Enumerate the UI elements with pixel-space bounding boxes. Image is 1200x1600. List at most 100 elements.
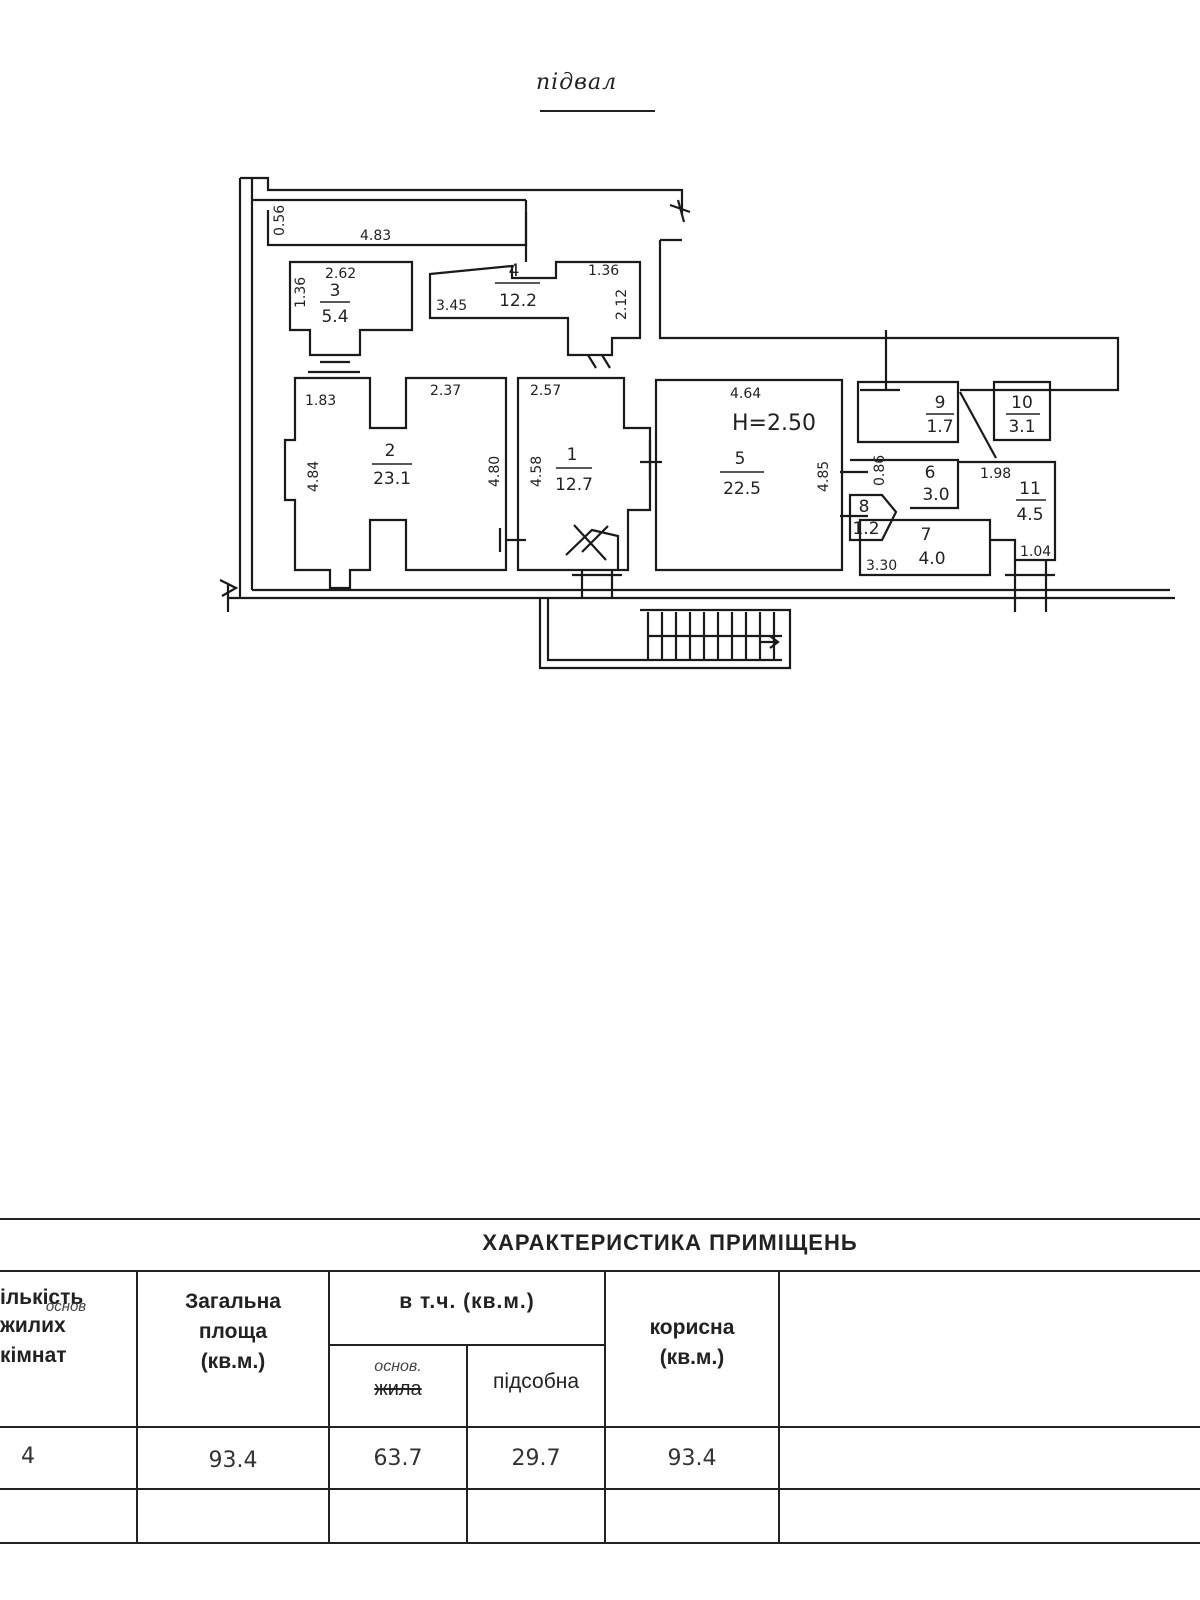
stair-arrow <box>760 635 780 649</box>
dim-r6-small: 0.86 <box>872 455 888 486</box>
col-total-line3: (кв.м.) <box>200 1350 266 1373</box>
room-11-num: 11 <box>1019 479 1041 499</box>
door-mark-5 <box>587 354 611 369</box>
door-mark-1 <box>308 360 360 374</box>
dim-r5-top: 4.64 <box>730 386 761 402</box>
col-rooms-overlay: основ <box>45 1298 87 1315</box>
window-well-1 <box>572 570 622 598</box>
room-4-num: 4 <box>509 261 520 281</box>
dim-r5-right: 4.85 <box>816 461 832 492</box>
dim-r7-bottom: 3.30 <box>866 558 897 574</box>
room-7-outline <box>858 518 992 577</box>
dim-r3-top: 2.62 <box>325 266 356 282</box>
col-aux: підсобна <box>492 1370 579 1393</box>
room-1-area: 12.7 <box>555 475 593 495</box>
floor-plan <box>219 176 1175 670</box>
room-9-outline <box>856 380 960 444</box>
room-4-area: 12.2 <box>499 291 537 311</box>
window-well-2 <box>1005 560 1055 612</box>
value-main: 63.7 <box>373 1446 423 1471</box>
room-2-num: 2 <box>385 441 396 461</box>
room-11-outline <box>958 460 1057 562</box>
door-mark-4 <box>840 470 868 518</box>
dim-r1-top: 2.57 <box>530 383 561 399</box>
col-useful-line2: (кв.м.) <box>659 1346 725 1369</box>
dim-r2-top-a: 1.83 <box>305 393 336 409</box>
table-col1-divider <box>136 1270 138 1544</box>
dim-r4-top: 1.36 <box>588 263 619 279</box>
table-border-bottom <box>0 1542 1200 1544</box>
col-rooms-line1: ількість <box>0 1286 84 1309</box>
room-5-area: 22.5 <box>723 479 761 499</box>
col-main: жила <box>374 1378 422 1400</box>
height-note: H=2.50 <box>732 411 816 436</box>
room-10-outline <box>992 380 1052 442</box>
room-2-outline <box>283 376 508 590</box>
value-total: 93.4 <box>208 1448 258 1473</box>
door-mark-2 <box>498 528 526 552</box>
room-10-num: 10 <box>1011 393 1033 413</box>
dim-r11-top: 1.98 <box>980 466 1011 482</box>
table-header-divider <box>0 1270 1200 1272</box>
value-useful: 93.4 <box>667 1446 717 1471</box>
room-11-area: 4.5 <box>1016 505 1043 525</box>
stair-treads <box>646 612 782 660</box>
room-1-outline <box>516 376 652 572</box>
dim-r2-left: 4.84 <box>306 461 322 492</box>
table-row2-divider <box>0 1488 1200 1490</box>
room-2-area: 23.1 <box>373 469 411 489</box>
room-8-area: 1.2 <box>852 519 879 539</box>
outer-wall-left <box>238 176 684 598</box>
dim-r11-bottom: 1.04 <box>1020 544 1051 560</box>
room-7-num: 7 <box>921 525 932 545</box>
dim-r1-left: 4.58 <box>529 456 545 487</box>
room-8-num: 8 <box>859 497 870 517</box>
room-3-area: 5.4 <box>321 307 348 327</box>
room-3-outline <box>288 260 414 357</box>
col-rooms-line3: кімнат <box>0 1344 67 1367</box>
col-rooms-line2: жилих <box>0 1314 66 1337</box>
dim-r2-top-b: 2.37 <box>430 383 461 399</box>
plan-labels: 0.56 4.83 2.62 1.36 3.45 1.36 2.12 1.83 … <box>272 205 1051 574</box>
col-main-overlay: основ. <box>374 1358 422 1375</box>
room-1-num: 1 <box>567 445 578 465</box>
premises-table: ХАРАКТЕРИСТИКА ПРИМІЩЕНЬ ількість основ … <box>0 1218 1200 1548</box>
stair-diagonal <box>959 391 997 459</box>
room-6-outline <box>850 458 960 510</box>
dim-top-wall: 4.83 <box>360 228 391 244</box>
room-5-num: 5 <box>735 449 746 469</box>
table-col4-divider <box>604 1270 606 1544</box>
table-col3-divider <box>466 1344 468 1544</box>
table-title: ХАРАКТЕРИСТИКА ПРИМІЩЕНЬ <box>482 1230 858 1255</box>
room-8-outline <box>848 493 898 542</box>
table-border-top <box>0 1218 1200 1220</box>
table-row1-divider <box>0 1426 1200 1428</box>
room-9-area: 1.7 <box>926 417 953 437</box>
col-incl: в т.ч. (кв.м.) <box>399 1290 535 1313</box>
dim-r3-side: 1.36 <box>293 277 309 308</box>
room-3-num: 3 <box>330 281 341 301</box>
table-subheader-divider <box>330 1344 606 1346</box>
dim-r4-side: 2.12 <box>614 289 630 320</box>
col-useful-line1: корисна <box>649 1316 735 1339</box>
door-mark-3 <box>640 440 662 480</box>
outer-wall-bottom <box>226 585 1175 612</box>
table-col2-divider <box>328 1270 330 1544</box>
table-col5-divider <box>778 1270 780 1544</box>
stove <box>565 524 620 570</box>
col-total-line2: площа <box>198 1320 268 1343</box>
break-mark-top-right <box>669 199 691 223</box>
room-6-area: 3.0 <box>922 485 949 505</box>
break-mark-bottom-left <box>219 579 239 597</box>
dim-r2-right: 4.80 <box>487 456 503 487</box>
room-9-num: 9 <box>935 393 946 413</box>
room-6-num: 6 <box>925 463 936 483</box>
room-10-area: 3.1 <box>1008 417 1035 437</box>
wall-mid <box>524 200 900 340</box>
value-rooms: 4 <box>21 1444 35 1469</box>
dim-left-narrow: 0.56 <box>272 205 288 236</box>
room-5-outline <box>654 378 844 572</box>
title-underline <box>540 110 655 112</box>
col-total-line1: Загальна <box>185 1290 281 1313</box>
